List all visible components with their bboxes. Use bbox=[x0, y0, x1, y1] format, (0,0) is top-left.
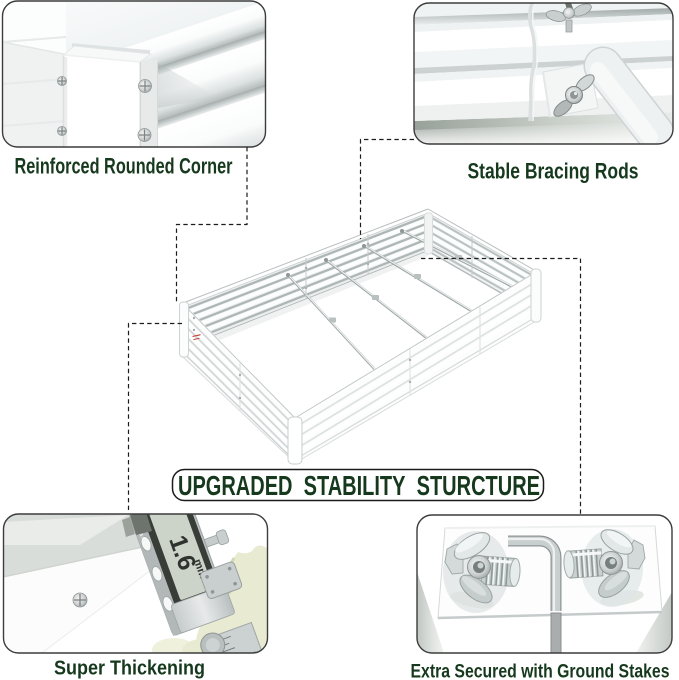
svg-text:Extra Secured with Ground Stak: Extra Secured with Ground Stakes bbox=[411, 662, 670, 680]
svg-text:Reinforced Rounded Corner: Reinforced Rounded Corner bbox=[15, 154, 233, 179]
svg-text:Super Thickening: Super Thickening bbox=[54, 657, 205, 680]
svg-text:UPGRADED STABILITY STURCTURE: UPGRADED STABILITY STURCTURE bbox=[178, 470, 540, 501]
svg-text:Stable Bracing Rods: Stable Bracing Rods bbox=[468, 159, 639, 184]
svg-text:8 0: 8 0 bbox=[248, 650, 262, 665]
